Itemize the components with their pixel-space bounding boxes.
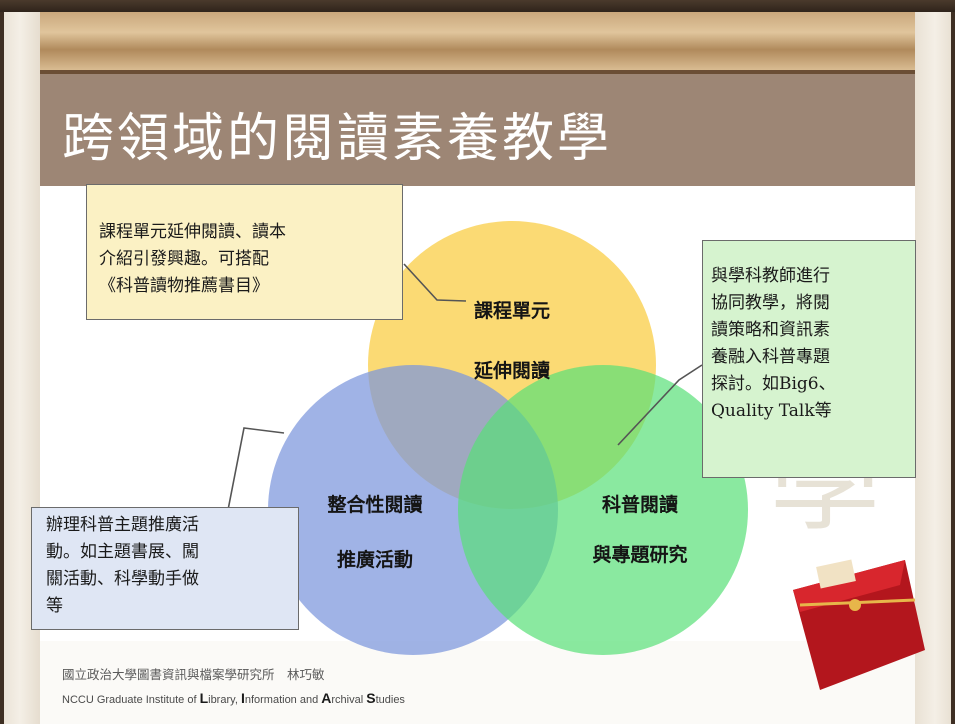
footer-en-part: ibrary, (208, 694, 241, 706)
painting-banner (40, 12, 915, 70)
footer-en-initial-l: L (199, 690, 209, 706)
circle-right-label-1: 科普閱讀 (601, 494, 678, 516)
footer-en-part: NCCU Graduate Institute of (62, 694, 200, 706)
note-course-extension: 課程單元延伸閱讀、讀本 介紹引發興趣。可搭配 《科普讀物推薦書目》 (86, 184, 403, 320)
circle-science-reading (458, 365, 748, 655)
footer-en-part: nformation and (244, 694, 322, 706)
red-pouch-icon (793, 559, 925, 690)
circle-top-label-2: 延伸閱讀 (473, 360, 550, 382)
right-border-pattern (915, 0, 955, 724)
connector-yellow (403, 263, 467, 302)
footer-institute-chinese: 國立政治大學圖書資訊與檔案學研究所 林巧敏 (62, 667, 325, 682)
circle-right-label-2: 與專題研究 (592, 544, 688, 566)
connector-blue (227, 427, 285, 511)
note-collaborative-teaching: 與學科教師進行 協同教學，將閱 讀策略和資訊素 養融入科普專題 探討。如Big6… (702, 240, 916, 478)
banner-divider (40, 70, 915, 74)
title-bar (40, 74, 915, 186)
slide-title: 跨領域的閱讀素養教學 (62, 109, 613, 169)
circle-left-label-2: 推廣活動 (336, 549, 413, 571)
connector-green (617, 364, 703, 446)
circle-left-label-1: 整合性閱讀 (327, 494, 423, 516)
footer-area (40, 641, 915, 724)
top-frame (0, 0, 955, 12)
footer-en-initial-a: A (321, 690, 332, 706)
note-promotion-activities: 辦理科普主題推廣活 動。如主題書展、闖 關活動、科學動手做 等 (31, 507, 299, 630)
circle-top-label-1: 課程單元 (473, 300, 550, 322)
left-frame-line (0, 0, 4, 724)
footer-en-initial-i: I (240, 690, 245, 706)
right-frame-line (951, 0, 955, 724)
footer-en-part: rchival (331, 694, 367, 706)
footer-institute-english: NCCU Graduate Institute of Library, Info… (62, 690, 405, 706)
footer-en-part: tudies (375, 694, 405, 706)
footer-en-initial-s: S (366, 690, 376, 706)
